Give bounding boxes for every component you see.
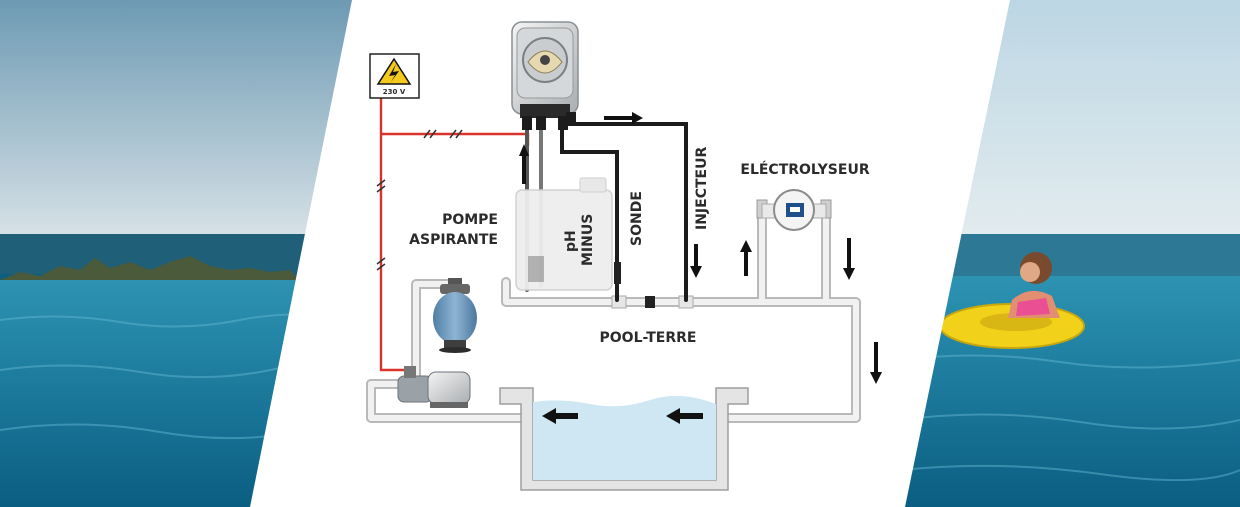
arrow-down-electrolyser <box>843 238 855 280</box>
sonde-probe <box>614 262 621 284</box>
arrow-down-return <box>870 342 882 384</box>
pipe-fitting <box>645 296 655 308</box>
voltage-label: 230 V <box>383 88 406 96</box>
left-treeline <box>0 256 300 280</box>
pool-terre-label: POOL-TERRE <box>600 330 697 346</box>
right-ripples <box>899 354 1240 482</box>
minus-label: MINUS <box>580 214 596 266</box>
flow-arrows <box>519 112 882 424</box>
arrow-left-basin-out <box>542 408 578 424</box>
electrolyseur-label: ELÉCTROLYSEUR <box>740 161 869 178</box>
swimmer-face <box>1020 262 1040 282</box>
left-sky <box>0 0 360 236</box>
aspirante-label: ASPIRANTE <box>409 232 498 248</box>
arrow-left-basin-in <box>666 408 703 424</box>
sand-filter <box>433 278 477 353</box>
pompe-label: POMPE <box>442 212 498 228</box>
ph-label: pH <box>563 230 579 252</box>
electrolyser-cell <box>756 189 832 231</box>
high-voltage-icon <box>369 53 420 99</box>
peristaltic-pump <box>511 21 579 130</box>
cable-tick-marks <box>376 129 463 271</box>
pipe-network <box>366 205 861 423</box>
arrow-up-electrolyser <box>740 240 752 276</box>
arrow-up-suction <box>519 144 529 184</box>
arrow-right-injection <box>604 112 643 124</box>
swimmer-swimsuit <box>1016 298 1050 316</box>
sonde-label: SONDE <box>629 191 645 246</box>
injecteur-label: INJECTEUR <box>694 147 710 230</box>
ph-minus-canister <box>515 177 613 291</box>
arrow-down-injecteur <box>690 244 702 278</box>
circulation-pump <box>397 366 471 408</box>
